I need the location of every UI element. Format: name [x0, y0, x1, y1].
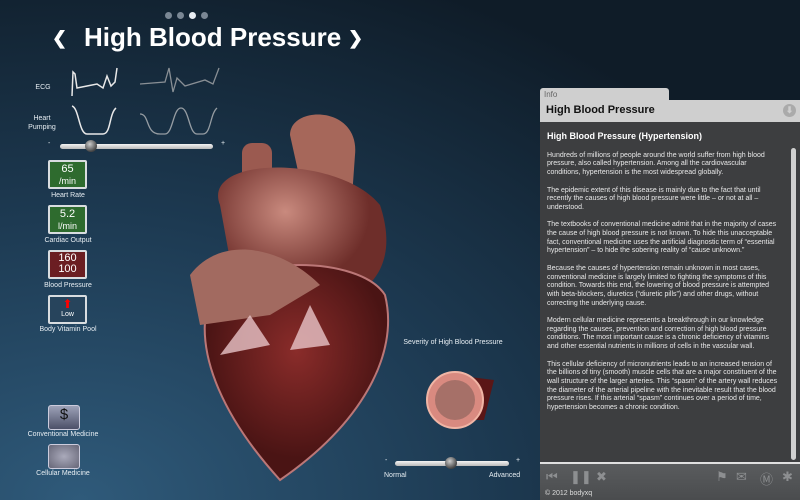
- info-paragraph: This cellular deficiency of micronutrien…: [547, 360, 778, 412]
- heart-rate-unit: /min: [58, 176, 76, 186]
- info-paragraph: Because the causes of hypertension remai…: [547, 264, 770, 307]
- page-dot[interactable]: [165, 12, 172, 19]
- info-content: High Blood Pressure (Hypertension) Hundr…: [540, 122, 800, 462]
- info-header: High Blood Pressure ⬇: [540, 100, 800, 122]
- info-title: High Blood Pressure: [546, 104, 655, 116]
- info-panel: Info High Blood Pressure ⬇ High Blood Pr…: [540, 88, 800, 500]
- settings-icon[interactable]: ✱: [782, 469, 793, 484]
- page-dot[interactable]: [201, 12, 208, 19]
- blood-pressure-label: Blood Pressure: [44, 282, 92, 289]
- flag-icon[interactable]: ⚑: [716, 469, 728, 484]
- heart-3d-model[interactable]: [160, 95, 400, 490]
- cellular-medicine-button[interactable]: [48, 444, 80, 469]
- ecg-label: ECG: [35, 84, 51, 91]
- download-icon[interactable]: ⬇: [783, 104, 796, 117]
- pumping-label: Heart Pumping: [28, 115, 56, 131]
- heart-rate-slider[interactable]: [60, 140, 213, 152]
- artery-cross-section: [426, 371, 494, 429]
- cellular-medicine-label: Cellular Medicine: [36, 470, 90, 477]
- severity-slider[interactable]: [395, 457, 509, 469]
- slider-knob[interactable]: [84, 140, 97, 152]
- cardiac-output-value: 5.2: [59, 208, 76, 220]
- page-dot-active[interactable]: [189, 12, 196, 19]
- pause-icon[interactable]: ❚❚: [570, 469, 592, 484]
- conventional-medicine-button[interactable]: $: [48, 405, 80, 430]
- page-indicator[interactable]: [165, 12, 208, 19]
- info-paragraph: Modern cellular medicine represents a br…: [547, 317, 770, 351]
- vitamin-pool-value: Low: [61, 311, 74, 318]
- ecg-graph: [71, 67, 220, 135]
- mute-icon[interactable]: ✖: [596, 469, 607, 484]
- severity-min-label: Normal: [384, 472, 407, 479]
- chevron-left-icon[interactable]: ❮: [52, 28, 68, 48]
- info-heading: High Blood Pressure (Hypertension): [547, 131, 703, 141]
- diastolic-value: 100: [58, 263, 77, 275]
- info-paragraph: The textbooks of conventional medicine a…: [547, 221, 777, 255]
- slider-minus: -: [48, 140, 51, 147]
- vitamin-pool-box: ⬆Low: [48, 295, 87, 324]
- slider-knob[interactable]: [444, 457, 457, 469]
- info-tab[interactable]: Info: [540, 88, 669, 102]
- info-paragraph: The epidemic extent of this disease is m…: [547, 186, 761, 211]
- info-paragraph: Hundreds of millions of people around th…: [547, 151, 765, 177]
- copyright: © 2012 bodyxq: [545, 490, 593, 497]
- cardiac-output-unit: l/min: [57, 221, 77, 231]
- severity-max-label: Advanced: [489, 472, 521, 479]
- vitamin-pool-label: Body Vitamin Pool: [39, 326, 97, 333]
- severity-plus: +: [516, 457, 521, 464]
- heart-rate-value: 65: [61, 163, 74, 175]
- cardiac-output-label: Cardiac Output: [44, 237, 92, 244]
- heart-rate-box: 65/min: [48, 160, 87, 189]
- heart-rate-label: Heart Rate: [51, 192, 85, 199]
- severity-minus: -: [385, 457, 388, 464]
- slider-plus: +: [221, 140, 226, 147]
- conventional-medicine-label: Conventional Medicine: [27, 431, 99, 438]
- skip-back-icon[interactable]: ⏮: [546, 469, 558, 484]
- page-title: High Blood Pressure: [84, 22, 342, 52]
- severity-title: Severity of High Blood Pressure: [403, 339, 503, 346]
- caduceus-icon: $: [59, 406, 69, 423]
- page-dot[interactable]: [177, 12, 184, 19]
- mail-icon[interactable]: ✉: [736, 469, 747, 484]
- scrollbar[interactable]: [791, 148, 796, 460]
- m-logo-icon[interactable]: Ⓜ: [760, 472, 774, 487]
- chevron-right-icon[interactable]: ❯: [348, 28, 364, 48]
- info-toolbar: ⏮ ❚❚ ✖ ⚑ ✉ Ⓜ ✱ © 2012 bodyxq: [540, 462, 800, 500]
- systolic-value: 160: [58, 252, 77, 264]
- arrow-up-icon: ⬆: [62, 297, 73, 311]
